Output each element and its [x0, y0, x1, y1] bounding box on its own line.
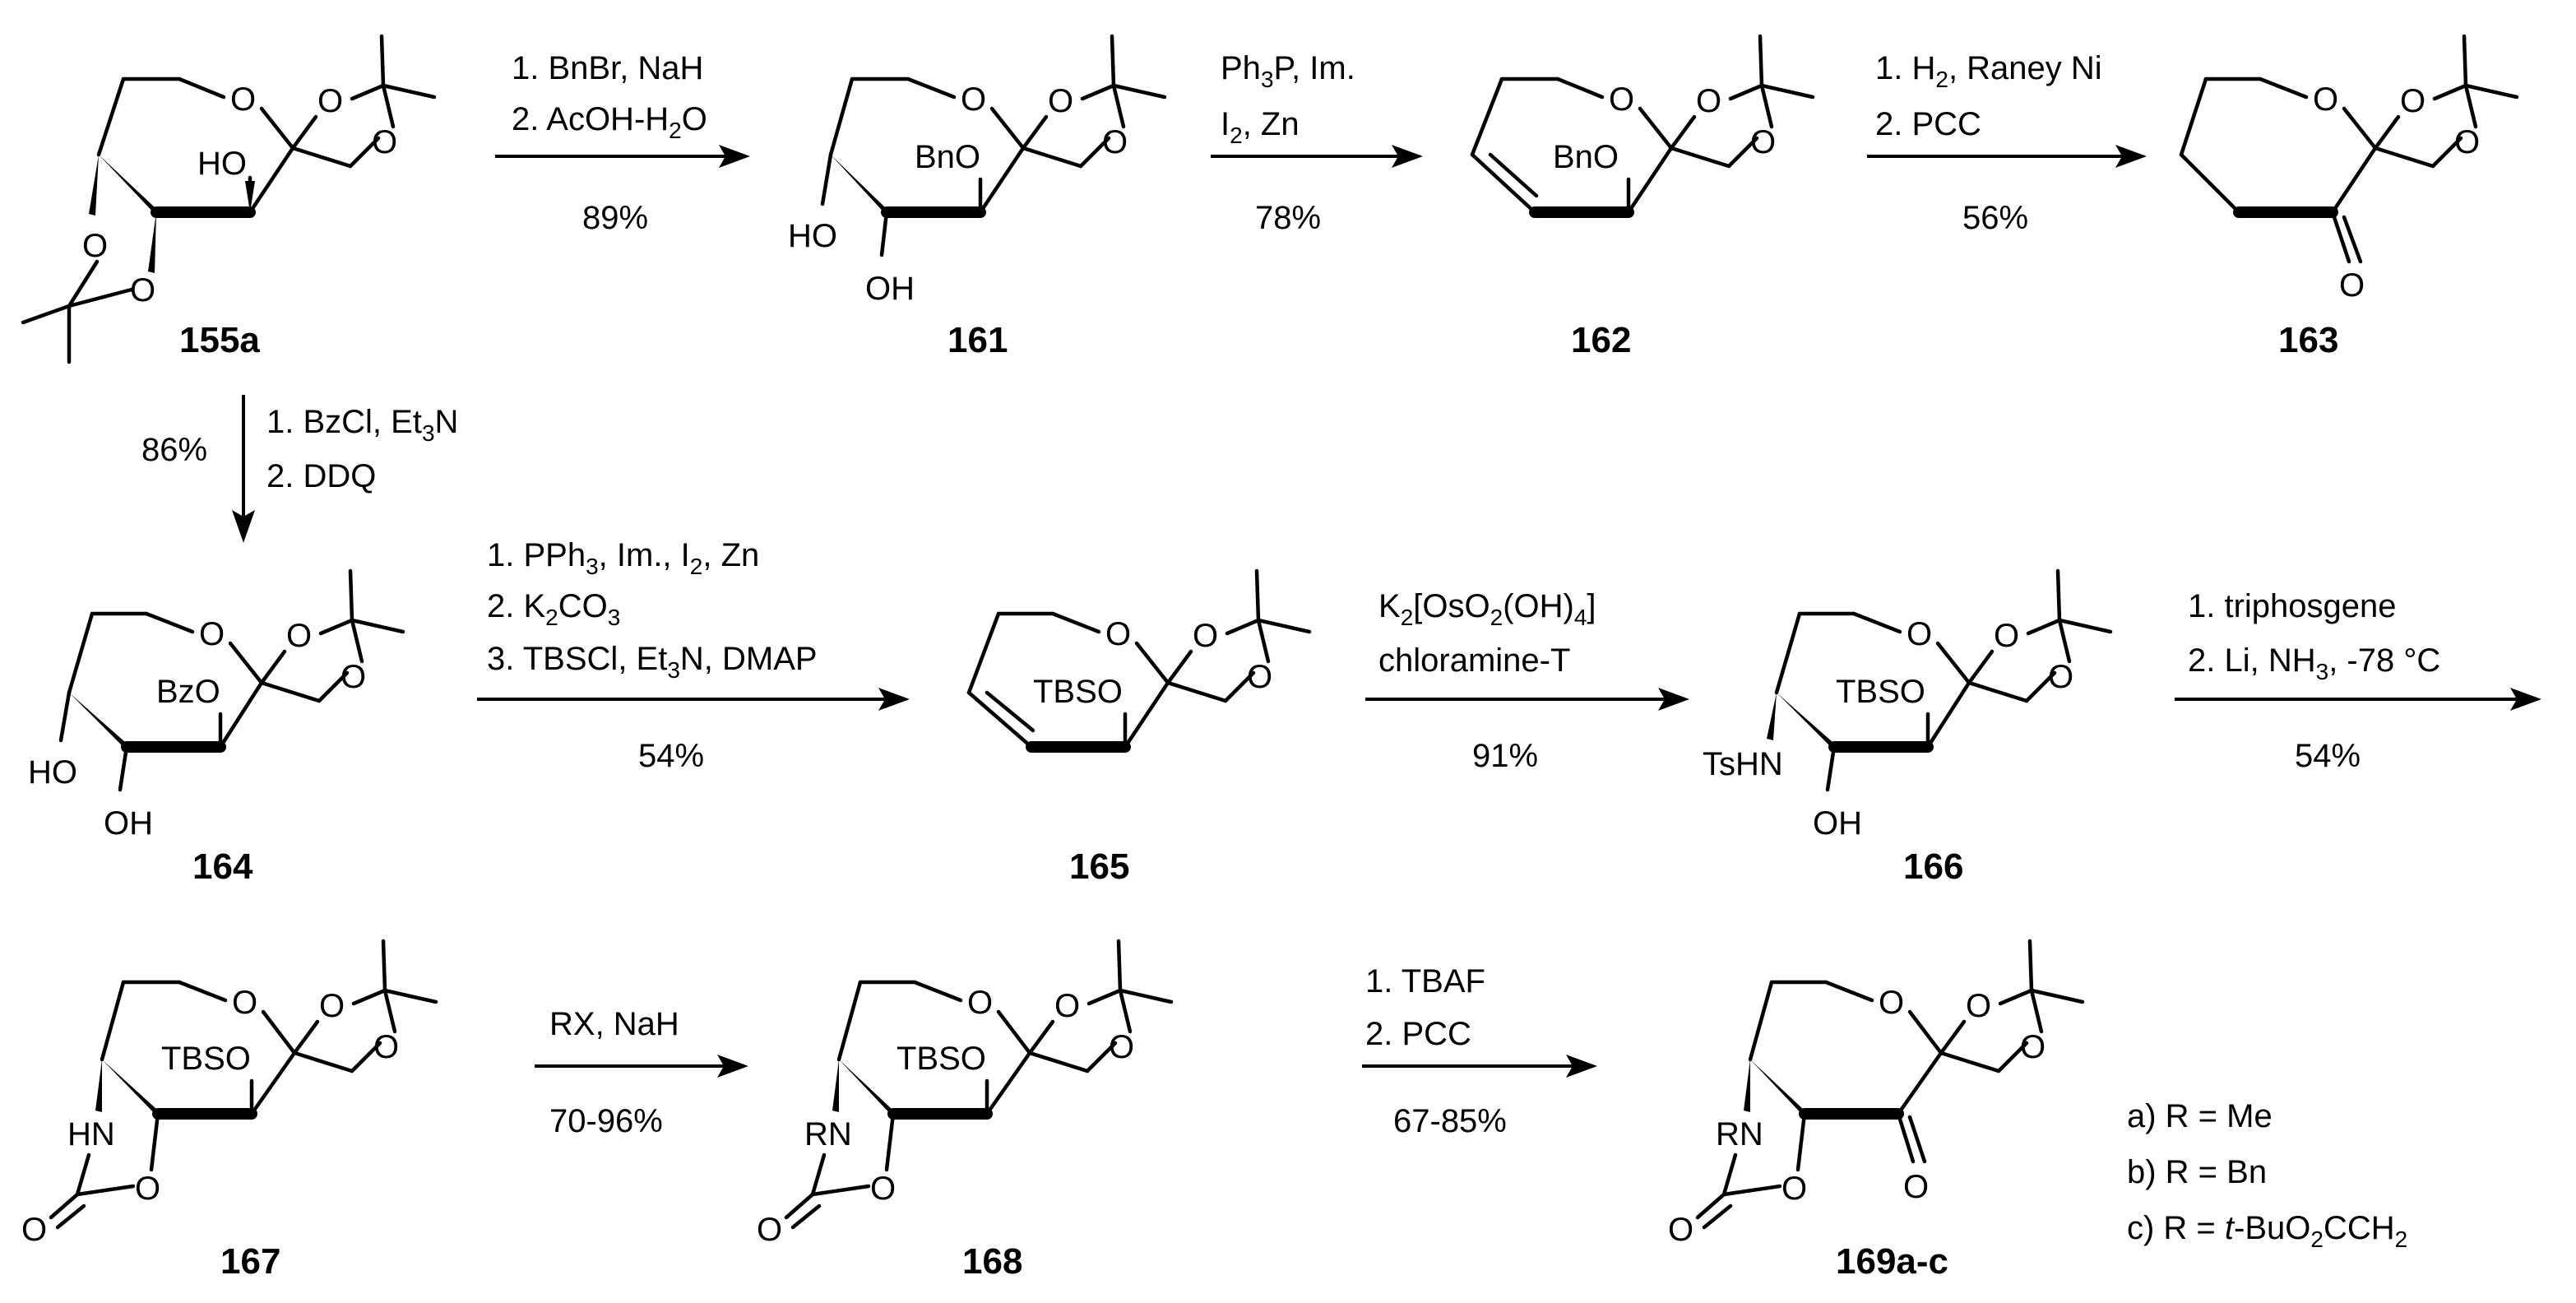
svg-text:2. PCC: 2. PCC — [1875, 106, 1981, 142]
arrow-step-5: 1. PPh3, Im., I2, Zn 2. K2CO3 3. TBSCl, … — [477, 537, 910, 774]
compound-163: O O 163 — [2179, 36, 2517, 360]
svg-text:O: O — [1609, 81, 1634, 118]
svg-text:HN: HN — [67, 1116, 115, 1152]
svg-text:56%: 56% — [1962, 200, 2028, 236]
svg-text:O: O — [199, 616, 225, 652]
svg-text:BnO: BnO — [1553, 139, 1619, 175]
arrow-step-2: Ph3P, Im. I2, Zn 78% — [1211, 50, 1423, 236]
svg-text:166: 166 — [1903, 846, 1963, 887]
svg-text:1. TBAF: 1. TBAF — [1365, 963, 1485, 999]
svg-text:O: O — [135, 1171, 160, 1207]
svg-text:67-85%: 67-85% — [1393, 1103, 1507, 1139]
svg-text:TBSO: TBSO — [161, 1041, 251, 1077]
svg-text:RN: RN — [1716, 1116, 1763, 1152]
svg-text:O: O — [21, 1212, 47, 1248]
svg-text:O: O — [82, 228, 108, 264]
svg-text:O: O — [232, 985, 257, 1021]
svg-text:86%: 86% — [141, 432, 207, 468]
svg-text:O: O — [1907, 616, 1932, 652]
svg-text:1. PPh3, Im., I2, Zn: 1. PPh3, Im., I2, Zn — [487, 537, 759, 579]
svg-text:163: 163 — [2278, 320, 2338, 360]
svg-text:OH: OH — [865, 271, 915, 307]
arrow-step-7: 1. triphosgene 2. Li, NH3, -78 °C 54% — [2175, 588, 2541, 774]
svg-text:TBSO: TBSO — [1836, 674, 1925, 710]
svg-text:70-96%: 70-96% — [549, 1103, 663, 1139]
svg-text:HO: HO — [197, 146, 247, 182]
svg-text:TBSO: TBSO — [1033, 674, 1123, 710]
arrow-step-9: 1. TBAF 2. PCC 67-85% — [1362, 963, 1597, 1139]
svg-text:91%: 91% — [1472, 738, 1538, 774]
svg-text:1. triphosgene: 1. triphosgene — [2188, 588, 2397, 624]
svg-text:O: O — [2339, 267, 2365, 304]
arrow-step-8: RX, NaH 70-96% — [535, 1006, 748, 1139]
compound-161: O BnO HO OH 161 — [788, 36, 1165, 360]
svg-text:O: O — [1668, 1212, 1693, 1248]
svg-text:O: O — [967, 985, 993, 1021]
svg-text:OH: OH — [1813, 805, 1862, 842]
svg-text:78%: 78% — [1255, 200, 1321, 236]
compound-165: O TBSO 165 — [966, 571, 1309, 887]
svg-text:169a-c: 169a-c — [1836, 1241, 1948, 1282]
svg-text:2. Li, NH3, -78 °C: 2. Li, NH3, -78 °C — [2188, 642, 2440, 684]
svg-text:164: 164 — [192, 846, 253, 887]
svg-text:K2[OsO2(OH)4]: K2[OsO2(OH)4] — [1378, 588, 1596, 630]
compound-167: O TBSO HN O O 167 — [21, 941, 436, 1282]
svg-text:a) R = Me: a) R = Me — [2127, 1098, 2273, 1134]
compound-168: O TBSO RN O O 168 — [757, 941, 1171, 1282]
svg-text:161: 161 — [947, 320, 1008, 360]
svg-text:54%: 54% — [638, 738, 704, 774]
svg-text:RX, NaH: RX, NaH — [549, 1006, 679, 1042]
arrow-step-4: 1. BzCl, Et3N 2. DDQ 86% — [141, 395, 458, 543]
svg-text:1. BzCl, Et3N: 1. BzCl, Et3N — [266, 404, 458, 446]
svg-text:1. BnBr, NaH: 1. BnBr, NaH — [512, 50, 703, 86]
compound-164: O BzO HO OH 164 — [28, 571, 403, 887]
svg-text:2. AcOH-H2O: 2. AcOH-H2O — [512, 101, 707, 143]
svg-text:O: O — [1903, 1169, 1929, 1205]
svg-text:O: O — [1781, 1171, 1807, 1207]
compound-162: O BnO 162 — [1470, 36, 1813, 360]
svg-text:chloramine-T: chloramine-T — [1378, 642, 1570, 679]
svg-text:O: O — [230, 81, 256, 118]
svg-text:165: 165 — [1069, 846, 1129, 887]
svg-text:b) R = Bn: b) R = Bn — [2127, 1154, 2267, 1190]
svg-text:c) R = t-BuO2CCH2: c) R = t-BuO2CCH2 — [2127, 1210, 2407, 1252]
svg-text:TsHN: TsHN — [1703, 746, 1783, 782]
svg-text:2. PCC: 2. PCC — [1365, 1016, 1471, 1052]
svg-text:HO: HO — [788, 218, 837, 254]
svg-text:89%: 89% — [582, 200, 648, 236]
arrow-step-6: K2[OsO2(OH)4] chloramine-T 91% — [1365, 588, 1689, 774]
svg-text:3. TBSCl, Et3N, DMAP: 3. TBSCl, Et3N, DMAP — [487, 641, 818, 683]
arrow-step-1: 1. BnBr, NaH 2. AcOH-H2O 89% — [495, 50, 750, 236]
svg-text:I2, Zn: I2, Zn — [1221, 106, 1300, 148]
svg-text:O: O — [961, 81, 986, 118]
svg-text:167: 167 — [220, 1241, 280, 1282]
compound-169a-c: O O RN O O 169a-c — [1668, 941, 2083, 1282]
svg-text:RN: RN — [804, 1116, 852, 1152]
svg-text:O: O — [757, 1212, 782, 1248]
arrow-step-3: 1. H2, Raney Ni 2. PCC 56% — [1867, 50, 2147, 236]
svg-text:O: O — [130, 272, 155, 308]
substituent-legend: a) R = Me b) R = Bn c) R = t-BuO2CCH2 — [2127, 1098, 2407, 1252]
svg-text:O: O — [870, 1171, 896, 1207]
svg-text:O: O — [1879, 985, 1904, 1021]
svg-text:HO: HO — [28, 754, 77, 791]
svg-text:BzO: BzO — [156, 674, 220, 710]
svg-text:2. DDQ: 2. DDQ — [266, 458, 376, 494]
svg-text:TBSO: TBSO — [897, 1041, 986, 1077]
compound-166: O TBSO TsHN OH 166 — [1703, 571, 2110, 887]
svg-text:OH: OH — [104, 805, 153, 842]
svg-text:O: O — [2313, 81, 2338, 118]
svg-text:Ph3P, Im.: Ph3P, Im. — [1221, 50, 1355, 92]
svg-text:BnO: BnO — [915, 139, 980, 175]
svg-text:O: O — [1105, 616, 1131, 652]
compound-155a: O HO O O 155a — [21, 36, 434, 364]
svg-text:162: 162 — [1571, 320, 1631, 360]
svg-text:54%: 54% — [2295, 738, 2361, 774]
svg-text:168: 168 — [962, 1241, 1022, 1282]
svg-text:1. H2, Raney Ni: 1. H2, Raney Ni — [1875, 50, 2102, 92]
svg-text:155a: 155a — [179, 320, 260, 360]
svg-text:2. K2CO3: 2. K2CO3 — [487, 588, 620, 630]
